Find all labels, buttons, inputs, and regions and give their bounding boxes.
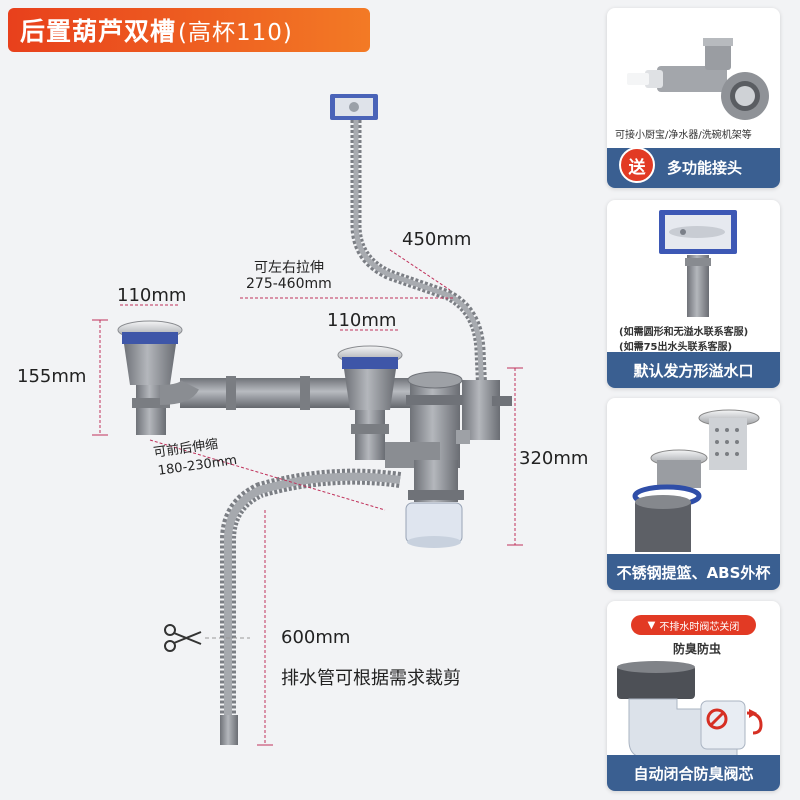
connector-footer: 多功能接头 [667, 159, 743, 177]
overflow-footer: 默认发方形溢水口 [607, 352, 780, 388]
title-paren: (高杯110) [178, 20, 293, 46]
card-multi-connector: 可接小厨宝/净水器/洗碗机架等 送 多功能接头 [607, 8, 780, 188]
total-height: 320mm [519, 448, 589, 469]
left-right-range: 275-460mm [246, 276, 332, 292]
card-square-overflow: (如需圆形和无溢水联系客服) (如需75出水头联系客服) 默认发方形溢水口 [607, 200, 780, 388]
drain-hose [220, 468, 402, 745]
tee-trap-assembly [385, 371, 512, 548]
page-title-banner: 后置葫芦双槽 (高杯110) [8, 8, 370, 52]
valve-tag: ▼ 不排水时阀芯关闭 [631, 615, 756, 635]
gift-badge: 送 [619, 147, 655, 183]
cup-height: 155mm [17, 366, 87, 387]
square-overflow-head [330, 94, 378, 120]
scissors-icon [164, 624, 202, 652]
right-strainer-cup [337, 345, 403, 460]
odor-valve-icon [617, 661, 763, 760]
card-odor-valve: ▼ 不排水时阀芯关闭 防臭防虫 自动闭合防臭阀芯 [607, 601, 780, 791]
sink-drain-diagram [92, 94, 523, 746]
square-overflow-icon [659, 210, 737, 317]
valve-subtitle: 防臭防虫 [673, 642, 722, 656]
left-strainer-cup [117, 320, 199, 435]
connector-caption: 可接小厨宝/净水器/洗碗机架等 [615, 130, 752, 141]
title-main: 后置葫芦双槽 [20, 17, 177, 46]
down-arrow-icon: ▼ [647, 619, 656, 631]
basket-footer: 不锈钢提篮、ABS外杯 [607, 554, 780, 590]
drain-cut-note: 排水管可根据需求裁剪 [281, 668, 461, 689]
left-cup-width: 110mm [117, 285, 187, 306]
right-cup-width: 110mm [327, 310, 397, 331]
drain-length: 600mm [281, 627, 351, 648]
left-right-stretch-label: 可左右拉伸 [254, 260, 324, 276]
overflow-pipe-length: 450mm [402, 229, 472, 250]
valve-tag-text: 不排水时阀芯关闭 [659, 621, 740, 633]
overflow-note-2: (如需75出水头联系客服) [619, 342, 733, 353]
overflow-note-1: (如需圆形和无溢水联系客服) [619, 327, 749, 338]
dimension-ticks [92, 319, 523, 746]
dimension-lines [99, 249, 516, 745]
overflow-hose [350, 120, 488, 396]
card-stainless-basket: 不锈钢提篮、ABS外杯 [607, 398, 780, 590]
stainless-basket-icon [632, 409, 760, 552]
multi-connector-icon [627, 38, 769, 120]
valve-footer: 自动闭合防臭阀芯 [607, 755, 780, 791]
